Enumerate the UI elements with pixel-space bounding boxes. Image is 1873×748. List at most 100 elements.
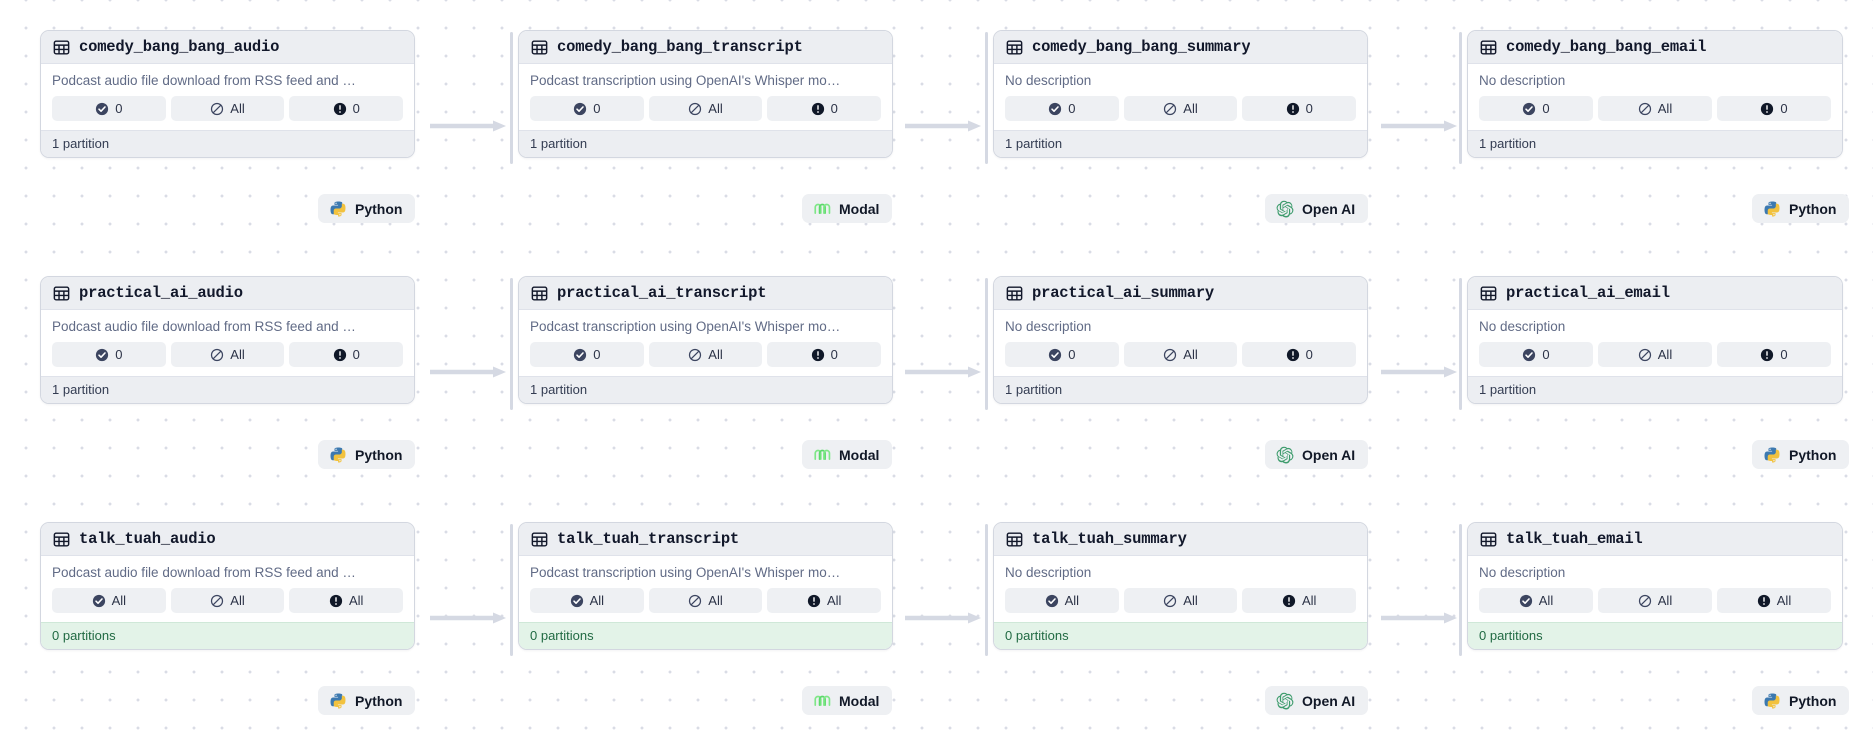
status-chip[interactable]: 0 [1717,96,1831,121]
status-chip[interactable]: All [1123,588,1238,613]
asset-tech-badge-label: Python [1789,446,1837,463]
asset-node-body: Podcast audio file download from RSS fee… [41,556,414,622]
status-chip[interactable]: All [1005,588,1119,613]
alert-circle-icon [1760,348,1774,362]
asset-node-body: Podcast audio file download from RSS fee… [41,64,414,130]
status-chip[interactable]: 0 [52,342,166,367]
status-chip[interactable]: All [648,342,763,367]
asset-node-header: talk_tuah_summary [994,523,1367,556]
asset-node-title: practical_ai_audio [79,284,243,302]
status-chip[interactable]: All [1479,588,1593,613]
status-chip[interactable]: 0 [289,342,404,367]
arrow-right-icon [1381,612,1457,624]
python-logo-icon [1763,692,1781,710]
asset-tech-badge[interactable]: Python [1752,194,1850,223]
asset-tech-badge[interactable]: Modal [802,686,893,715]
asset-node-header: practical_ai_audio [41,277,414,310]
status-chip[interactable]: 0 [1717,342,1831,367]
node-input-connector [510,278,513,410]
status-chip-label: 0 [352,101,360,116]
status-chip[interactable]: All [52,588,166,613]
status-chip[interactable]: All [1123,342,1238,367]
asset-node-description: No description [1005,73,1092,88]
status-chip[interactable]: All [1598,342,1712,367]
status-chip-label: 0 [1305,101,1313,116]
status-chip-label: All [1657,101,1673,116]
status-chip[interactable]: All [530,588,644,613]
status-chip[interactable]: All [1717,588,1831,613]
status-chip[interactable]: 0 [767,342,882,367]
asset-node-description: No description [1005,319,1092,334]
status-chip[interactable]: All [1242,588,1357,613]
status-chip[interactable]: All [170,588,285,613]
node-input-connector [985,32,988,164]
alert-circle-icon [1757,594,1771,608]
status-chip[interactable]: 0 [1479,96,1593,121]
asset-tech-badge[interactable]: Python [318,194,416,223]
status-chip[interactable]: All [170,96,285,121]
status-chip[interactable]: 0 [1242,96,1357,121]
status-chip[interactable]: 0 [1479,342,1593,367]
status-chip[interactable]: All [1598,588,1712,613]
status-chip[interactable]: All [1598,96,1712,121]
check-circle-icon [1519,594,1533,608]
asset-tech-badge[interactable]: Python [1752,440,1850,469]
asset-node-partition-count: 0 partitions [1468,622,1842,649]
status-chip-label: 0 [1305,347,1313,362]
asset-node-header: comedy_bang_bang_audio [41,31,414,64]
table-icon [531,285,548,302]
status-chip[interactable]: All [289,588,404,613]
table-icon [53,39,70,56]
status-chip[interactable]: All [1123,96,1238,121]
status-chip[interactable]: 0 [530,342,644,367]
status-chip[interactable]: 0 [289,96,404,121]
status-chip-label: All [1183,593,1198,608]
asset-node-description: Podcast audio file download from RSS fee… [52,319,356,334]
table-icon [1006,531,1023,548]
asset-tech-badge[interactable]: Python [318,440,416,469]
check-circle-icon [1522,102,1536,116]
status-chip[interactable]: 0 [767,96,882,121]
status-chip-label: 0 [593,347,601,362]
status-chip-label: 0 [830,101,838,116]
status-chip[interactable]: All [648,96,763,121]
status-chip[interactable]: All [767,588,882,613]
status-chip[interactable]: All [170,342,285,367]
status-chip-label: All [708,347,723,362]
asset-tech-badge-label: Python [1789,692,1837,709]
asset-tech-badge[interactable]: Modal [802,194,893,223]
status-chip[interactable]: 0 [1005,96,1119,121]
python-logo-icon [329,692,347,710]
check-circle-icon [1522,348,1536,362]
asset-tech-badge[interactable]: Modal [802,440,893,469]
asset-tech-badge[interactable]: Open AI [1265,194,1369,223]
asset-tech-badge[interactable]: Python [318,686,416,715]
asset-tech-badge[interactable]: Python [1752,686,1850,715]
status-chip[interactable]: 0 [1242,342,1357,367]
status-chip[interactable]: 0 [530,96,644,121]
status-chip-label: All [589,593,605,608]
status-chip[interactable]: 0 [1005,342,1119,367]
status-chip[interactable]: 0 [52,96,166,121]
asset-tech-badge[interactable]: Open AI [1265,440,1369,469]
asset-tech-badge[interactable]: Open AI [1265,686,1369,715]
asset-edge-arrow [1381,612,1457,622]
asset-node-header: practical_ai_summary [994,277,1367,310]
status-chip[interactable]: All [648,588,763,613]
